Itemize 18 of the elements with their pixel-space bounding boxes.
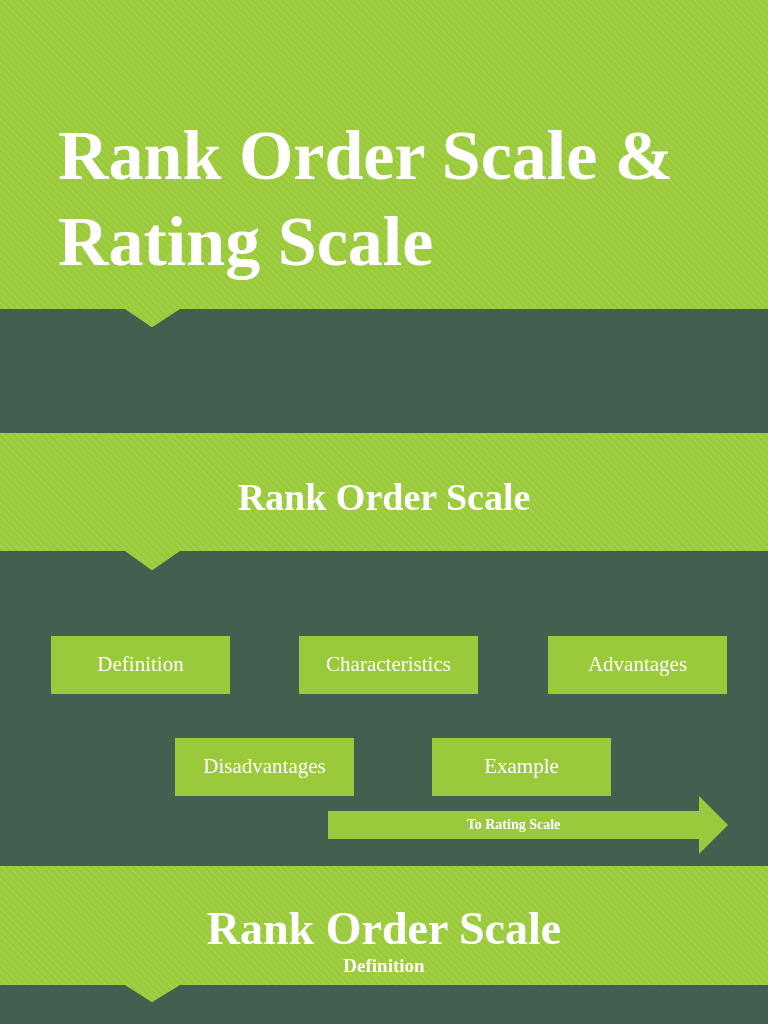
block-arrow bbox=[328, 796, 728, 854]
heading-band bbox=[0, 433, 768, 571]
topic-label: Example bbox=[484, 754, 559, 780]
topic-box bbox=[51, 636, 230, 694]
section-heading: Rank Order Scale bbox=[205, 902, 563, 957]
topic-label: Characteristics bbox=[326, 652, 451, 678]
topic-box bbox=[299, 636, 478, 694]
topic-box bbox=[175, 738, 354, 796]
topic-box bbox=[548, 636, 727, 694]
section-subheading: Definition bbox=[342, 954, 426, 978]
heading-band bbox=[0, 866, 768, 1003]
section-heading: Rank Order Scale bbox=[236, 475, 532, 521]
topic-box bbox=[432, 738, 611, 796]
arrow-label: To Rating Scale bbox=[465, 816, 562, 834]
topic-label: Disadvantages bbox=[203, 754, 326, 780]
slide-title: Rank Order Scale & Rating Scale bbox=[58, 116, 675, 282]
topic-label: Advantages bbox=[587, 652, 688, 678]
topic-label: Definition bbox=[97, 652, 184, 678]
